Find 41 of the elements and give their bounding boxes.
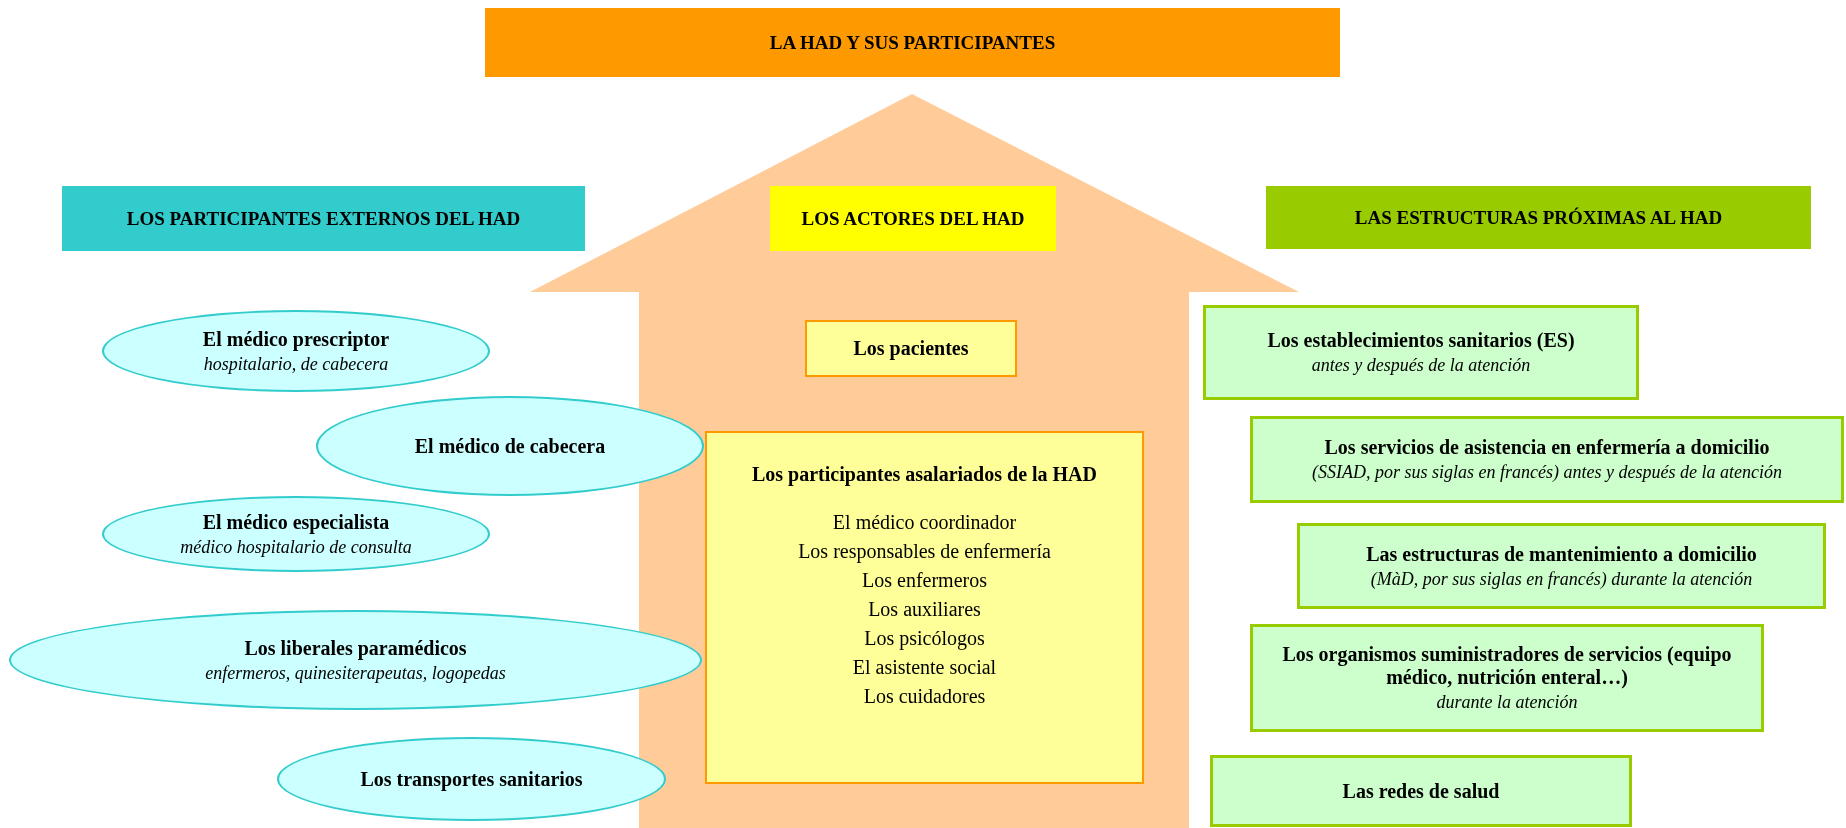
section-header xyxy=(62,186,585,251)
header-text: LAS ESTRUCTURAS PRÓXIMAS AL HAD xyxy=(1354,206,1723,229)
structure-box xyxy=(1250,624,1764,732)
node-subtitle: médico hospitalario de consulta xyxy=(180,536,412,558)
header-text: LOS ACTORES DEL HAD xyxy=(801,207,1025,230)
list-item: El asistente social xyxy=(852,655,997,680)
node-title: El médico de cabecera xyxy=(414,434,606,458)
node-subtitle: hospitalario, de cabecera xyxy=(203,353,389,375)
node-subtitle: durante la atención xyxy=(1436,692,1578,713)
section-header xyxy=(1266,186,1811,249)
node-title: Los pacientes xyxy=(853,337,969,360)
title-banner xyxy=(485,8,1340,77)
node-subtitle: enfermeros, quinesiterapeutas, logopedas xyxy=(205,662,506,684)
node-title: Los establecimientos sanitarios (ES) xyxy=(1267,329,1575,352)
section-header xyxy=(770,186,1056,251)
node-subtitle: (SSIAD, por sus siglas en francés) antes y después de la atención xyxy=(1312,462,1782,483)
list-item: Los auxiliares xyxy=(868,597,981,622)
list-item: Los cuidadores xyxy=(863,684,986,709)
node-subtitle: (MàD, por sus siglas en francés) durante la atención xyxy=(1370,568,1753,590)
node-subtitle: antes y después de la atención xyxy=(1311,355,1531,376)
node-title: Los servicios de asistencia en enfermería a domicilio xyxy=(1324,436,1770,459)
label-box xyxy=(805,320,1017,377)
header-text: LOS PARTICIPANTES EXTERNOS DEL HAD xyxy=(126,207,521,230)
node-title: El médico prescriptor xyxy=(202,327,390,351)
list-item: Los enfermeros xyxy=(862,568,987,593)
node-title: Los liberales paramédicos xyxy=(244,636,467,660)
list-box xyxy=(705,431,1144,784)
header-text: LA HAD Y SUS PARTICIPANTES xyxy=(769,31,1056,54)
node-title: Los transportes sanitarios xyxy=(360,767,583,791)
node-title: Los organismos suministradores de servicios (equipo médico, nutrición enteral…) xyxy=(1281,643,1733,689)
list-heading: Los participantes asalariados de la HAD xyxy=(752,463,1097,486)
node-title: Las estructuras de mantenimiento a domicilio xyxy=(1366,542,1757,566)
structure-box xyxy=(1250,416,1844,503)
list-item: Los psicólogos xyxy=(864,626,985,652)
structure-box xyxy=(1210,755,1632,827)
list-item: El médico coordinador xyxy=(832,510,1017,535)
list-item: Los responsables de enfermería xyxy=(798,539,1051,565)
structure-box xyxy=(1203,305,1639,400)
node-title: El médico especialista xyxy=(202,510,390,534)
node-title: Las redes de salud xyxy=(1342,779,1500,803)
structure-box xyxy=(1297,523,1826,609)
